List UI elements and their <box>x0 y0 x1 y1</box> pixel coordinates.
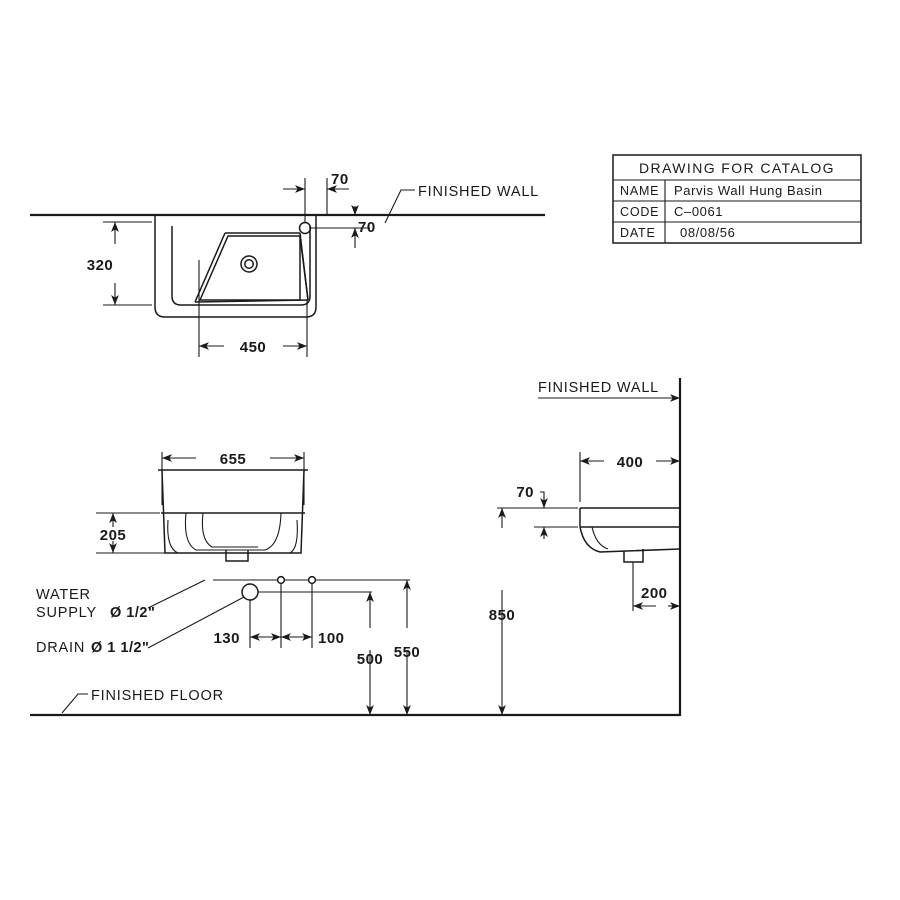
front-supply-circle-left-icon <box>276 575 286 585</box>
side-dim-400: 400 <box>617 454 644 471</box>
side-dim-850: 850 <box>489 607 516 624</box>
side-dim-200: 200 <box>641 585 668 602</box>
plan-basin-rim-inner <box>171 226 311 306</box>
plan-finished-wall-label: FINISHED WALL <box>418 184 539 200</box>
front-note-drain-spec: Ø 1 1/2" <box>91 640 149 656</box>
front-drain-stub <box>225 550 249 562</box>
front-basin-outline <box>161 469 305 554</box>
front-note-water-line2: SUPPLY <box>36 605 97 621</box>
title-block: DRAWING FOR CATALOG NAME Parvis Wall Hun… <box>612 154 862 244</box>
plan-drain-inner-icon <box>244 259 254 269</box>
title-block-value-name: Parvis Wall Hung Basin <box>674 183 823 198</box>
plan-dim-70-horizontal: 70 <box>331 171 349 188</box>
title-block-label-name: NAME <box>620 184 659 198</box>
title-block-heading: DRAWING FOR CATALOG <box>639 160 835 176</box>
front-elevation-view: 655 205 WATER SUPPLY Ø 1/2" DRAIN Ø 1 1/… <box>36 451 420 715</box>
plan-bowl-right-edge <box>299 232 309 301</box>
front-dim-550: 550 <box>394 644 421 661</box>
front-dim-130: 130 <box>213 630 240 647</box>
plan-bowl-front-edge <box>194 299 309 303</box>
plan-dim-320: 320 <box>87 257 114 274</box>
front-bowl-underside <box>184 512 282 551</box>
plan-drain-outer-icon <box>240 255 258 273</box>
side-elevation-view: FINISHED WALL 400 70 200 850 <box>489 378 682 716</box>
front-dim-205: 205 <box>100 527 127 544</box>
front-dim-500: 500 <box>357 651 384 668</box>
title-block-label-code: CODE <box>620 205 659 219</box>
front-bowl-underside-inner <box>201 512 258 548</box>
title-block-value-code: C–0061 <box>674 204 723 219</box>
plan-dim-450: 450 <box>240 339 267 356</box>
side-dim70-leader <box>540 491 545 508</box>
front-bowl-right-fillet <box>289 519 298 554</box>
plan-basin-outline <box>154 214 317 318</box>
front-water-supply-leader <box>147 579 206 609</box>
finished-floor-leader <box>61 693 88 714</box>
finished-floor-label: FINISHED FLOOR <box>91 688 224 704</box>
title-block-border <box>612 154 862 244</box>
side-finished-wall-label: FINISHED WALL <box>538 380 659 396</box>
finished-floor-group: FINISHED FLOOR <box>30 688 680 717</box>
plan-tap-hole-icon <box>298 221 312 235</box>
front-bowl-left-fillet <box>167 519 179 554</box>
front-note-water-spec: Ø 1/2" <box>110 605 155 621</box>
front-dim-655: 655 <box>220 451 247 468</box>
side-bowl-underside <box>579 526 681 553</box>
front-supply-circle-right-icon <box>307 575 317 585</box>
plan-dim-70-vertical: 70 <box>358 219 376 236</box>
side-bowl-underside-inner <box>591 526 609 550</box>
plan-finished-wall-leader <box>384 189 415 224</box>
title-block-value-date: 08/08/56 <box>680 225 735 240</box>
title-block-label-date: DATE <box>620 226 656 240</box>
front-drain-circle-icon <box>241 583 259 601</box>
plan-view: FINISHED WALL 70 70 320 <box>30 171 545 357</box>
front-drain-leader <box>147 596 245 649</box>
front-note-drain-line1: DRAIN <box>36 640 85 656</box>
side-dim-70: 70 <box>516 484 534 501</box>
front-dim-100: 100 <box>318 630 345 647</box>
front-note-water-line1: WATER <box>36 587 91 603</box>
plan-bowl-slope-left <box>194 232 226 303</box>
